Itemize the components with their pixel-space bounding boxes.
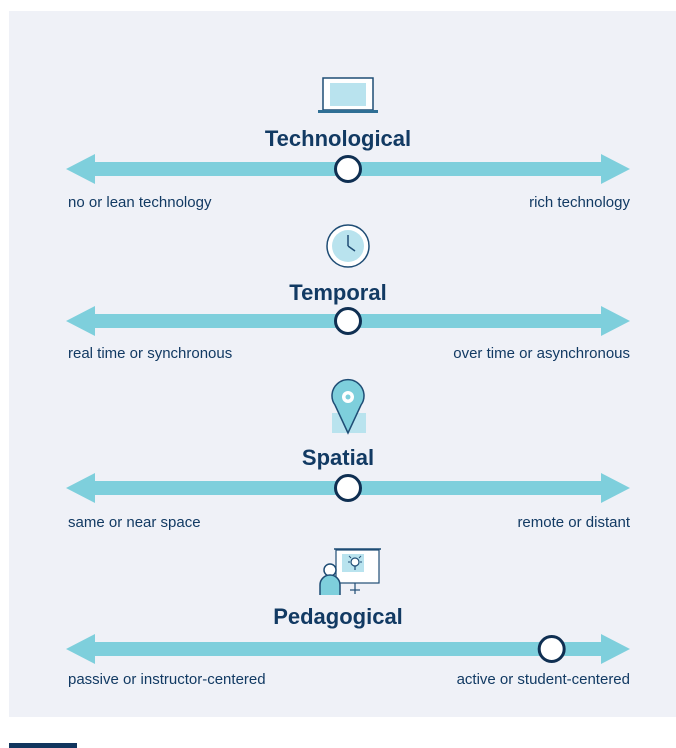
dimension-title: Technological bbox=[264, 126, 412, 151]
left-arrowhead bbox=[66, 154, 95, 184]
right-arrowhead bbox=[601, 306, 630, 336]
laptop-icon bbox=[318, 77, 378, 113]
dimension-title: Temporal bbox=[289, 280, 387, 305]
right-end-label: active or student-centered bbox=[456, 671, 630, 688]
left-arrowhead bbox=[66, 473, 95, 503]
position-marker bbox=[537, 635, 566, 663]
dimension-title: Pedagogical bbox=[273, 604, 403, 629]
right-end-label: rich technology bbox=[529, 194, 630, 211]
left-arrowhead bbox=[66, 634, 95, 664]
diagram-panel bbox=[9, 11, 676, 717]
right-arrowhead bbox=[601, 154, 630, 184]
right-end-label: over time or asynchronous bbox=[453, 345, 630, 362]
arrow-shaft bbox=[94, 642, 601, 656]
dimension-title: Spatial bbox=[301, 445, 375, 470]
corner-accent-bar bbox=[9, 743, 77, 748]
location-pin-icon bbox=[331, 378, 366, 435]
right-end-label: remote or distant bbox=[517, 514, 630, 531]
left-end-label: same or near space bbox=[68, 514, 201, 531]
position-marker bbox=[334, 474, 362, 502]
left-end-label: real time or synchronous bbox=[68, 345, 233, 362]
left-end-label: no or lean technology bbox=[68, 194, 212, 211]
clock-icon bbox=[326, 224, 370, 268]
presentation-icon bbox=[319, 548, 381, 595]
position-marker bbox=[334, 155, 362, 183]
position-marker bbox=[334, 307, 362, 335]
right-arrowhead bbox=[601, 473, 630, 503]
right-arrowhead bbox=[601, 634, 630, 664]
left-arrowhead bbox=[66, 306, 95, 336]
left-end-label: passive or instructor-centered bbox=[68, 671, 266, 688]
